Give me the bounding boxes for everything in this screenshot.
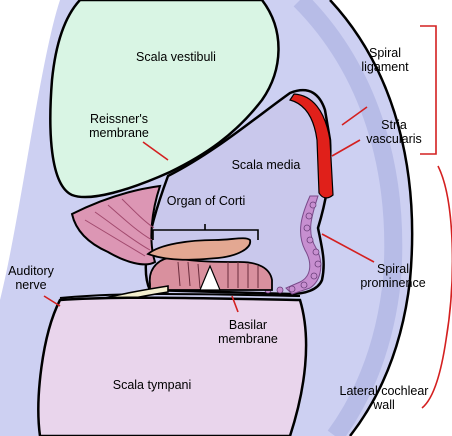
label-scala-vestibuli: Scala vestibuli (128, 50, 224, 64)
label-spiral-ligament: Spiral ligament (356, 46, 414, 74)
label-reissners-membrane: Reissner's membrane (78, 112, 160, 140)
label-scala-media: Scala media (228, 158, 304, 172)
label-stria-vascularis: Stria vascularis (356, 118, 432, 146)
label-auditory-nerve: Auditory nerve (2, 264, 60, 292)
label-organ-of-corti: Organ of Corti (160, 194, 252, 208)
label-basilar-membrane: Basilar membrane (212, 318, 284, 346)
label-spiral-prominence: Spiral prominence (352, 262, 434, 290)
label-scala-tympani: Scala tympani (104, 378, 200, 392)
label-lateral-cochlear-wall: Lateral cochlear wall (328, 384, 440, 412)
